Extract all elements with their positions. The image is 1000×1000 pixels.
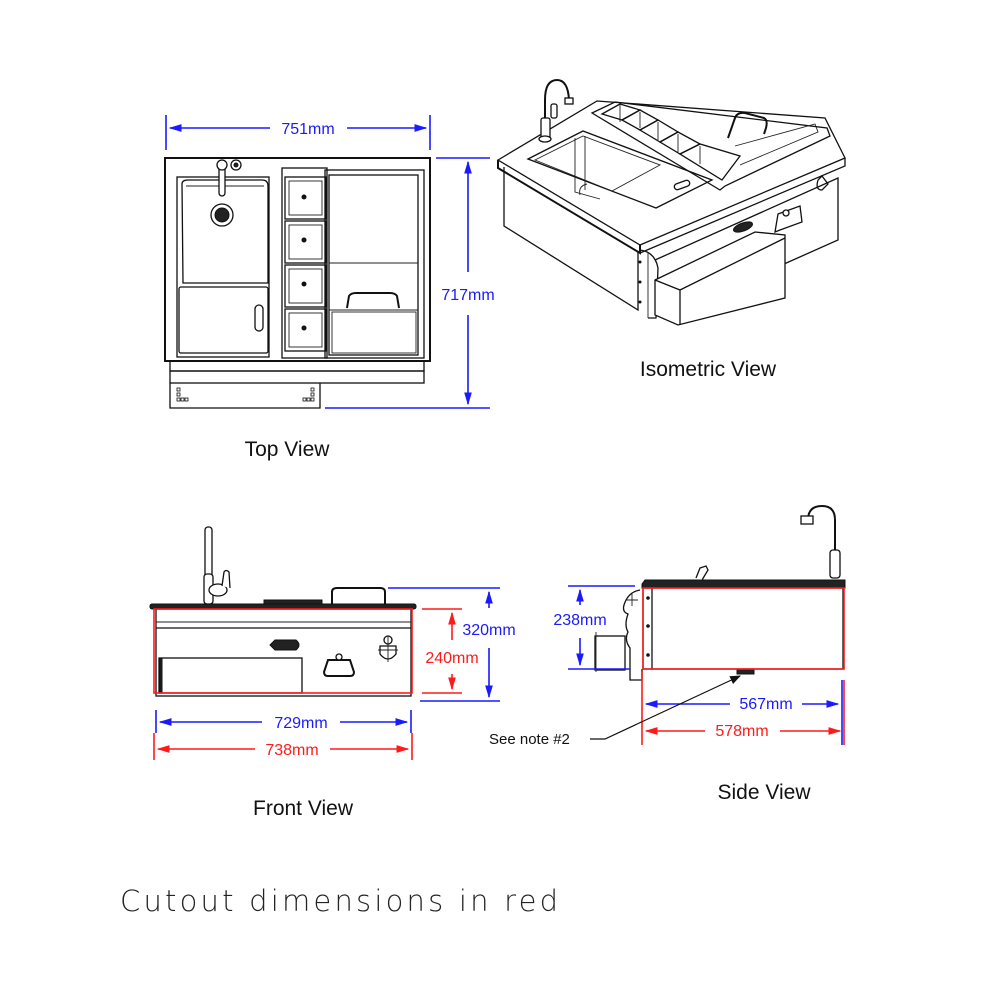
drawer — [284, 308, 327, 352]
front-view: 320mm 240mm 729mm 738mm Front View — [149, 526, 516, 820]
ice-bin — [324, 169, 425, 359]
front-cutout-width-label: 738mm — [265, 742, 318, 759]
side-depth-dimension: 567mm — [641, 672, 843, 745]
isometric-view: Isometric View — [496, 78, 846, 381]
note-callout: See note #2 — [489, 675, 741, 748]
condiment-drawers — [281, 167, 328, 359]
cutout-legend-note: Cutout dimensions in red — [120, 884, 562, 918]
side-cutout-outline — [642, 587, 845, 670]
top-depth-label: 717mm — [441, 287, 494, 304]
front-lid-handle-icon — [331, 587, 386, 604]
top-view: 751mm 717mm Top View — [164, 115, 495, 461]
front-cutout-width-dimension: 738mm — [153, 733, 413, 760]
front-faucet-icon — [203, 526, 231, 605]
front-cutout-height-label: 240mm — [425, 650, 478, 667]
side-bracket-height-label: 238mm — [553, 612, 606, 629]
sink-area — [176, 159, 270, 358]
side-bracket-height-dimension: 238mm — [553, 585, 635, 670]
iso-sink — [526, 130, 714, 209]
lid-handle-icon — [346, 292, 400, 309]
top-depth-dimension: 717mm — [325, 157, 495, 409]
drawer — [284, 176, 327, 220]
front-cutout-height-dimension: 240mm — [422, 608, 479, 694]
top-width-dimension: 751mm — [165, 115, 431, 150]
drawer — [284, 264, 327, 308]
isometric-view-label: Isometric View — [640, 358, 777, 381]
side-faucet-icon — [800, 504, 841, 579]
front-view-label: Front View — [253, 797, 354, 820]
side-cutout-depth-label: 578mm — [715, 723, 768, 740]
hook-icon — [378, 635, 398, 662]
side-view: 238mm 567mm 578mm See note #2 Side View — [489, 504, 846, 804]
iso-condiment-bins — [590, 101, 831, 191]
front-cutout-outline — [153, 608, 413, 694]
drain-icon — [210, 203, 234, 227]
front-logo-plate-icon — [269, 639, 300, 651]
side-depth-label: 567mm — [739, 696, 792, 713]
front-width-dimension: 729mm — [155, 710, 412, 733]
front-height-dimension: 320mm — [388, 587, 516, 702]
top-width-label: 751mm — [281, 121, 334, 138]
side-cutout-depth-dimension: 578mm — [644, 680, 845, 745]
iso-faucet-icon — [538, 78, 574, 143]
iso-drain-slot-icon — [673, 179, 691, 191]
iso-lid-handle-icon — [727, 111, 768, 139]
side-view-label: Side View — [717, 781, 811, 804]
top-view-outline — [164, 157, 431, 362]
drawer — [284, 220, 327, 264]
note-callout-label: See note #2 — [489, 731, 570, 748]
drain-slot-icon — [254, 304, 264, 332]
front-height-label: 320mm — [462, 622, 515, 639]
top-view-label: Top View — [245, 438, 331, 461]
towel-ring-icon — [322, 659, 356, 677]
faucet-icon — [216, 159, 242, 197]
front-width-label: 729mm — [274, 715, 327, 732]
iso-garnish-tray — [654, 221, 786, 326]
